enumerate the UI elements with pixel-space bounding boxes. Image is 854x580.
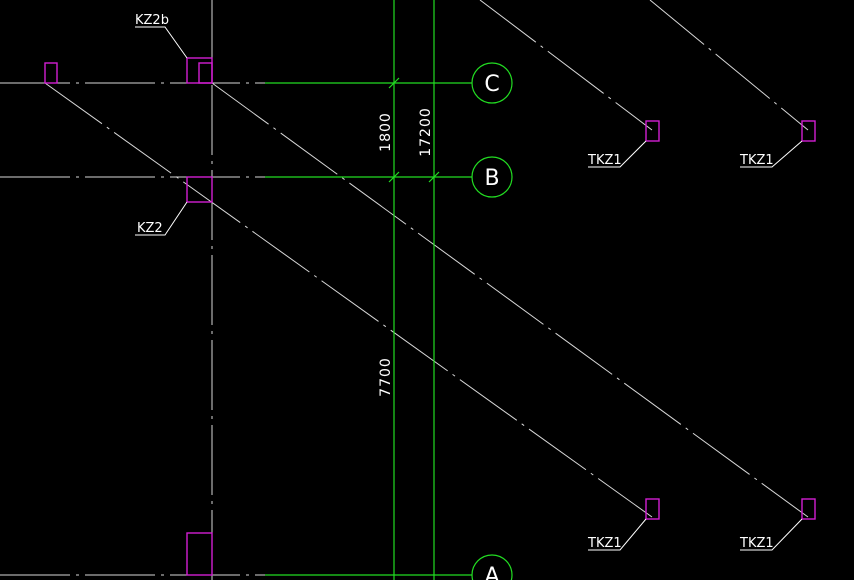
- column-kz2b-inner[interactable]: [198, 62, 213, 84]
- diagonal-grid-line-3: [479, 0, 653, 131]
- label-kz2: KZ2: [137, 221, 163, 236]
- column-small-left[interactable]: [44, 62, 58, 84]
- dimension-text-7700: 7700: [378, 357, 394, 397]
- diagonal-grid-line-1: [44, 82, 653, 518]
- axis-bubble-b[interactable]: B: [471, 156, 513, 198]
- leader-kz2b: [135, 26, 188, 59]
- label-tkz1-upper-right: TKZ1: [739, 153, 774, 168]
- column-tkz1-upper-left[interactable]: [645, 120, 660, 142]
- diagonal-grid-line-2: [211, 82, 809, 518]
- axis-bubble-c[interactable]: C: [471, 62, 513, 104]
- leader-tkz1-upper-right: [740, 140, 803, 168]
- dimension-text-17200: 17200: [418, 107, 434, 157]
- label-kz2b: KZ2b: [135, 13, 169, 28]
- dimension-tick-b: [388, 171, 400, 183]
- column-tkz1-lower-right[interactable]: [801, 498, 816, 520]
- diagonal-grid-line-4: [649, 0, 809, 131]
- column-kz2[interactable]: [186, 176, 213, 203]
- label-tkz1-lower-left: TKZ1: [587, 536, 622, 551]
- leader-tkz1-lower-left: [588, 518, 647, 551]
- column-tkz1-upper-right[interactable]: [801, 120, 816, 142]
- leader-tkz1-lower-right: [740, 518, 803, 551]
- leader-tkz1-upper-left: [588, 140, 647, 168]
- axis-label-a: A: [484, 564, 499, 580]
- axis-label-c: C: [484, 72, 499, 97]
- leader-kz2: [135, 201, 188, 236]
- label-tkz1-upper-left: TKZ1: [587, 153, 622, 168]
- dimension-tick-b-outer: [428, 171, 440, 183]
- column-tkz1-lower-left[interactable]: [645, 498, 660, 520]
- dimension-text-1800: 1800: [378, 112, 394, 152]
- axis-bubble-a[interactable]: A: [471, 554, 513, 580]
- dimension-tick-c: [388, 77, 400, 89]
- label-tkz1-lower-right: TKZ1: [739, 536, 774, 551]
- axis-label-b: B: [484, 166, 499, 191]
- column-a-bottom[interactable]: [186, 532, 213, 576]
